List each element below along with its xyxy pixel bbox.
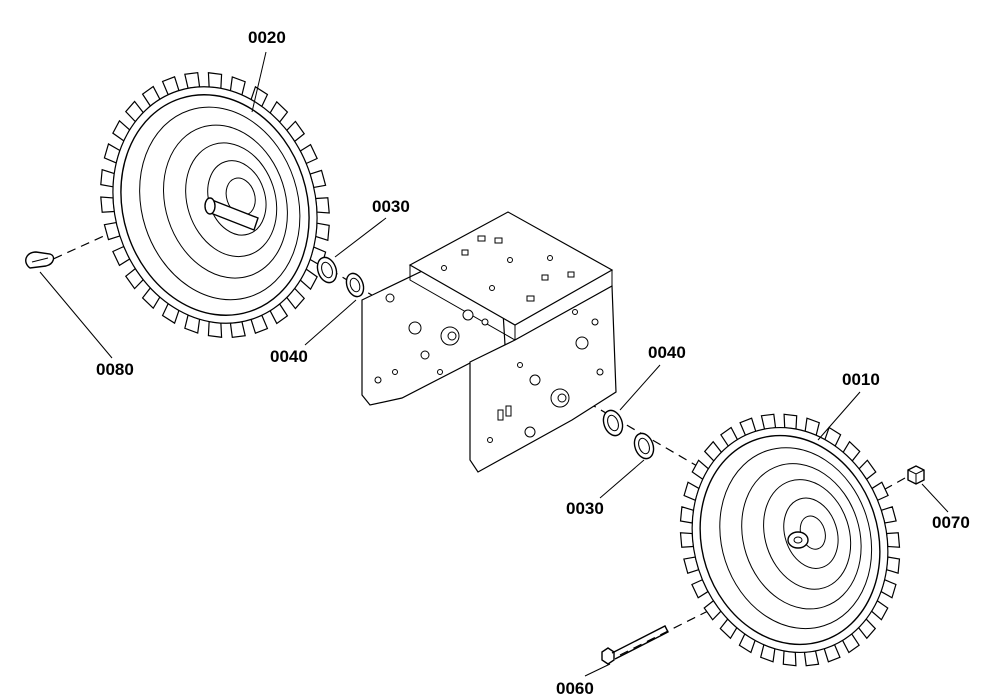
callout-0010: 0010 xyxy=(842,370,880,389)
hairpin-clip-0080 xyxy=(25,251,55,269)
callout-0060: 0060 xyxy=(556,679,594,698)
callout-0020: 0020 xyxy=(248,28,286,47)
frame-housing xyxy=(361,211,617,473)
bolt-0060 xyxy=(601,625,669,665)
left-wheel-0020 xyxy=(100,72,330,338)
callout-0070: 0070 xyxy=(932,513,970,532)
leader-lines xyxy=(39,51,949,677)
washer-0030-bottom xyxy=(633,432,655,460)
callout-0030-bottom: 0030 xyxy=(566,499,604,518)
callout-0030-top: 0030 xyxy=(372,197,410,216)
left-axle-stub xyxy=(204,197,259,231)
callout-0040-top: 0040 xyxy=(270,347,308,366)
callout-labels: 0020 0030 0040 0080 0040 0010 0030 0070 … xyxy=(96,28,970,698)
right-hub xyxy=(787,531,809,549)
washer-0040-bottom xyxy=(602,409,624,437)
washer-0040-top xyxy=(345,272,365,298)
hex-nut-0070 xyxy=(907,465,925,485)
washer-0030-top xyxy=(316,256,338,284)
callout-0040-bottom: 0040 xyxy=(648,343,686,362)
callout-0080: 0080 xyxy=(96,360,134,379)
